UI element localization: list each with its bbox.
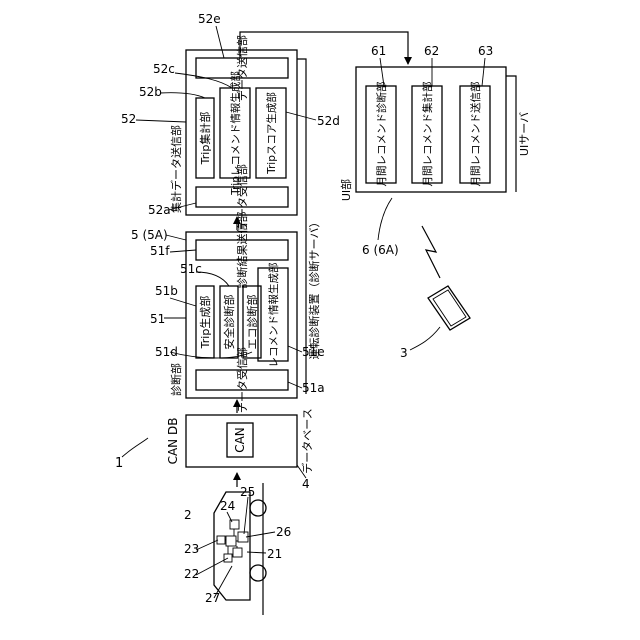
ui-monthly-agg-ref: 62: [424, 44, 439, 58]
can-db-ref: 4: [302, 477, 310, 491]
diag-unit-title: 診断部: [169, 363, 183, 396]
agg-trip-score-label: Tripスコア生成部: [265, 92, 278, 175]
ui-unit-title: UI部: [339, 179, 353, 201]
diag-unit-ref: 51: [150, 312, 165, 326]
can-db-caption: データベース: [300, 408, 314, 473]
agg-data-tx-ref: 52e: [198, 12, 221, 26]
part-ref-26: 26: [276, 525, 291, 539]
terminal-ref: 3: [400, 346, 408, 360]
diag-result-tx-ref: 51f: [150, 244, 170, 258]
ui-server-ref: 6 (6A): [362, 243, 399, 257]
agg-unit-ref: 52: [121, 112, 136, 126]
agg-trip-agg-ref: 52b: [139, 85, 162, 99]
part-ref-25: 25: [240, 485, 255, 499]
ui-monthly-agg-label: 月間レコメンド集計部: [421, 82, 434, 187]
ui-monthly-diag-label: 月間レコメンド診断部: [375, 82, 388, 187]
can-inner-label: CAN: [233, 427, 247, 453]
diag-trip-gen-ref: 51b: [155, 284, 178, 298]
car-ref-label: 2: [184, 508, 192, 522]
part-ref-23: 23: [184, 542, 199, 556]
system-ref-label: 1: [115, 456, 123, 471]
mobile-terminal: [428, 286, 470, 330]
wireless-signal-icon: [422, 226, 440, 278]
can-db-title: CAN DB: [166, 418, 180, 465]
diag-eco-ref: 51d: [155, 345, 178, 359]
ui-server-caption: UIサーバ: [518, 112, 531, 156]
agg-trip-agg-label: Trip集計部: [198, 112, 212, 166]
diagnosis-server-ref: 5 (5A): [131, 228, 168, 242]
part-ref-27: 27: [205, 591, 220, 605]
system-ref-leader: [122, 438, 148, 457]
diag-data-rx-ref: 51a: [302, 381, 325, 395]
diag-data-rx-label: データ受信部: [235, 347, 249, 413]
diag-safety-ref: 51c: [180, 262, 202, 276]
agg-trip-recommend-ref: 52c: [153, 62, 175, 76]
diag-recommend-label: レコメンド情報生成部: [267, 263, 280, 368]
ui-monthly-tx-ref: 63: [478, 44, 493, 58]
part-ref-21: 21: [267, 547, 282, 561]
agg-unit-title: 集計データ送信部: [169, 125, 183, 213]
agg-trip-score-ref: 52d: [317, 114, 340, 128]
part-ref-24: 24: [220, 499, 235, 513]
diagnosis-server-frame: [297, 59, 306, 394]
diagnosis-server-caption: 運転診断装置（診断サーバ）: [307, 217, 321, 360]
ui-server-frame: [506, 76, 516, 192]
diag-safety-label: 安全診断部: [222, 295, 236, 350]
diag-trip-gen-label: Trip生成部: [198, 296, 212, 350]
ui-monthly-diag-ref: 61: [371, 44, 386, 58]
agg-data-tx-label: データ送信部: [235, 35, 249, 101]
ui-monthly-tx-label: 月間レコメンド送信部: [469, 82, 482, 187]
diag-eco-label: エコ診断部: [245, 295, 259, 350]
agg-data-rx-ref: 52a: [148, 203, 171, 217]
